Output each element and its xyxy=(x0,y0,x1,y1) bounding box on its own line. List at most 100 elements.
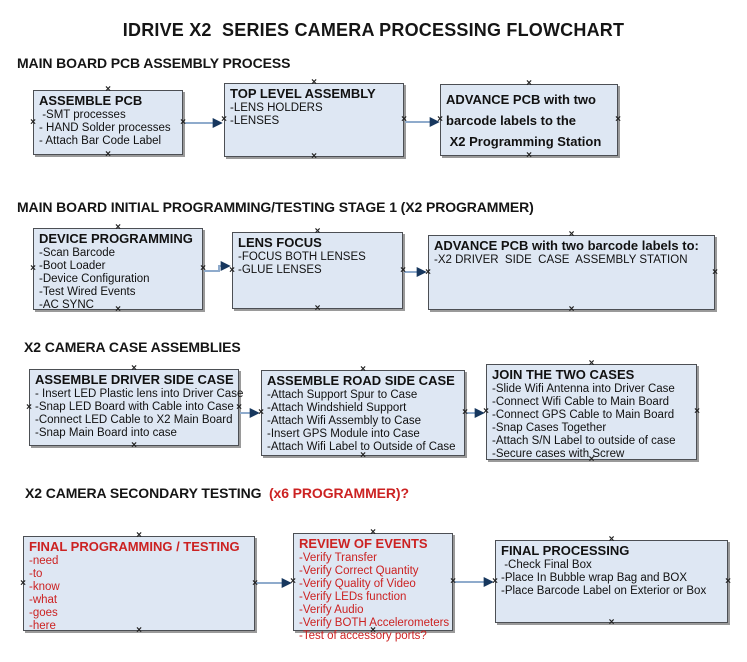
connection-point-icon: × xyxy=(221,114,227,125)
box-item: -Snap Main Board into case xyxy=(35,427,177,439)
flow-box: ASSEMBLE ROAD SIDE CASE-Attach Support S… xyxy=(261,370,465,456)
connection-point-icon: × xyxy=(136,625,142,636)
connection-point-icon: × xyxy=(115,222,121,233)
connection-point-icon: × xyxy=(568,304,575,315)
section-heading: X2 CAMERA CASE ASSEMBLIES xyxy=(24,339,241,355)
connection-point-icon: × xyxy=(360,364,366,375)
connection-point-icon: × xyxy=(131,440,137,451)
box-title: REVIEW OF EVENTS xyxy=(299,536,428,551)
box-item: -Verify Correct Quantity xyxy=(299,565,419,577)
box-item: -Connect LED Cable to X2 Main Board xyxy=(35,414,233,426)
box-item: -Verify LEDs function xyxy=(299,591,407,603)
connection-point-icon: × xyxy=(290,576,296,587)
section-heading-text: X2 CAMERA SECONDARY TESTING xyxy=(25,485,269,501)
connection-point-icon: × xyxy=(30,116,36,128)
box-item: -Scan Barcode xyxy=(39,247,116,259)
flow-box: ADVANCE PCB with two barcode labels to t… xyxy=(440,84,618,156)
box-item: -Slide Wifi Antenna into Driver Case xyxy=(492,383,675,395)
connection-point-icon: × xyxy=(588,358,595,369)
box-item: -here xyxy=(29,620,56,632)
box-item: -Test Wired Events xyxy=(39,286,136,298)
box-item: -Secure cases with Screw xyxy=(492,448,625,460)
connection-point-icon: × xyxy=(360,450,366,461)
box-item: -Attach Support Spur to Case xyxy=(267,389,418,401)
box-item: -FOCUS BOTH LENSES xyxy=(238,251,366,263)
box-title: ASSEMBLE ROAD SIDE CASE xyxy=(267,373,455,388)
box-item: -know xyxy=(29,581,60,593)
connection-point-icon: × xyxy=(252,577,258,589)
connection-point-icon: × xyxy=(483,406,489,417)
section-heading-red-text: (x6 PROGRAMMER)? xyxy=(268,485,409,501)
box-item: -AC SYNC xyxy=(39,299,94,311)
box-item: -Verify Audio xyxy=(299,604,364,616)
box-item: -Boot Loader xyxy=(39,260,106,272)
connection-point-icon: × xyxy=(370,625,376,636)
connection-point-icon: × xyxy=(437,114,443,125)
connection-point-icon: × xyxy=(180,116,186,128)
box-title: FINAL PROGRAMMING / TESTING xyxy=(29,539,240,554)
connection-point-icon: × xyxy=(608,617,615,628)
section-heading-text: MAIN BOARD INITIAL PROGRAMMING/TESTING S… xyxy=(17,199,534,215)
connection-point-icon: × xyxy=(370,527,376,538)
box-item: - Insert LED Plastic lens into Driver Ca… xyxy=(35,388,244,400)
connection-point-icon: × xyxy=(526,150,532,161)
box-title: TOP LEVEL ASSEMBLY xyxy=(230,86,376,101)
box-item: -Verify BOTH Accelerometers xyxy=(299,617,450,629)
box-item: -Snap LED Board with Cable into Case xyxy=(35,401,234,413)
connection-point-icon: × xyxy=(311,77,317,88)
connection-point-icon: × xyxy=(105,149,111,160)
box-item: -to xyxy=(29,568,43,580)
box-item: -Verify Transfer xyxy=(299,552,377,564)
box-item: -Insert GPS Module into Case xyxy=(267,428,420,440)
page-title: IDRIVE X2 SERIES CAMERA PROCESSING FLOWC… xyxy=(122,20,625,40)
connection-point-icon: × xyxy=(131,363,137,374)
box-item: -Test of accessory ports? xyxy=(299,630,427,642)
box-title: DEVICE PROGRAMMING xyxy=(39,231,193,246)
connection-point-icon: × xyxy=(568,229,575,240)
box-title: LENS FOCUS xyxy=(238,235,322,250)
connection-point-icon: × xyxy=(400,264,406,276)
box-title: ASSEMBLE PCB xyxy=(39,93,143,108)
section-heading: X2 CAMERA SECONDARY TESTING (x6 PROGRAMM… xyxy=(25,485,409,501)
box-item: -goes xyxy=(29,607,58,619)
box-item: -Attach Windshield Support xyxy=(267,402,407,414)
box-item: -LENSES xyxy=(230,115,280,127)
connection-point-icon: × xyxy=(425,266,431,278)
connection-point-icon: × xyxy=(608,534,615,545)
connection-point-icon: × xyxy=(20,577,26,589)
connection-point-icon: × xyxy=(725,575,731,587)
box-item: - Attach Bar Code Label xyxy=(39,135,162,147)
box-item: -Attach Wifi Label to Outside of Case xyxy=(267,441,456,453)
connection-point-icon: × xyxy=(712,266,718,278)
box-item: - HAND Solder processes xyxy=(39,122,171,134)
connection-point-icon: × xyxy=(526,78,532,89)
connection-point-icon: × xyxy=(258,407,264,418)
connection-point-icon: × xyxy=(311,151,317,162)
section-heading: MAIN BOARD INITIAL PROGRAMMING/TESTING S… xyxy=(17,199,534,215)
connection-point-icon: × xyxy=(588,454,595,465)
connection-point-icon: × xyxy=(462,407,468,418)
connection-point-icon: × xyxy=(30,263,36,274)
connection-point-icon: × xyxy=(492,575,498,587)
box-item: -Snap Cases Together xyxy=(492,422,607,434)
connection-point-icon: × xyxy=(450,576,456,587)
box-item: -Place In Bubble wrap Bag and BOX xyxy=(501,572,688,584)
connection-point-icon: × xyxy=(200,263,206,274)
box-item: -Check Final Box xyxy=(501,559,592,571)
flow-box: ASSEMBLE DRIVER SIDE CASE- Insert LED Pl… xyxy=(29,369,244,446)
box-title: ADVANCE PCB with two barcode labels to: xyxy=(434,238,699,253)
box-item: -Place Barcode Label on Exterior or Box xyxy=(501,585,707,597)
section-heading-text: MAIN BOARD PCB ASSEMBLY PROCESS xyxy=(17,55,291,71)
connection-point-icon: × xyxy=(115,304,121,315)
box-item: -Verify Quality of Video xyxy=(299,578,416,590)
flow-box: LENS FOCUS-FOCUS BOTH LENSES-GLUE LENSES xyxy=(232,232,403,309)
connection-point-icon: × xyxy=(229,264,235,276)
connection-point-icon: × xyxy=(615,114,621,125)
flow-box: ADVANCE PCB with two barcode labels to:-… xyxy=(428,235,715,310)
connection-point-icon: × xyxy=(105,84,111,95)
box-item: -Connect GPS Cable to Main Board xyxy=(492,409,675,421)
connection-point-icon: × xyxy=(314,226,321,237)
flow-box: FINAL PROCESSING -Check Final Box-Place … xyxy=(495,540,728,623)
connection-point-icon: × xyxy=(401,114,407,125)
